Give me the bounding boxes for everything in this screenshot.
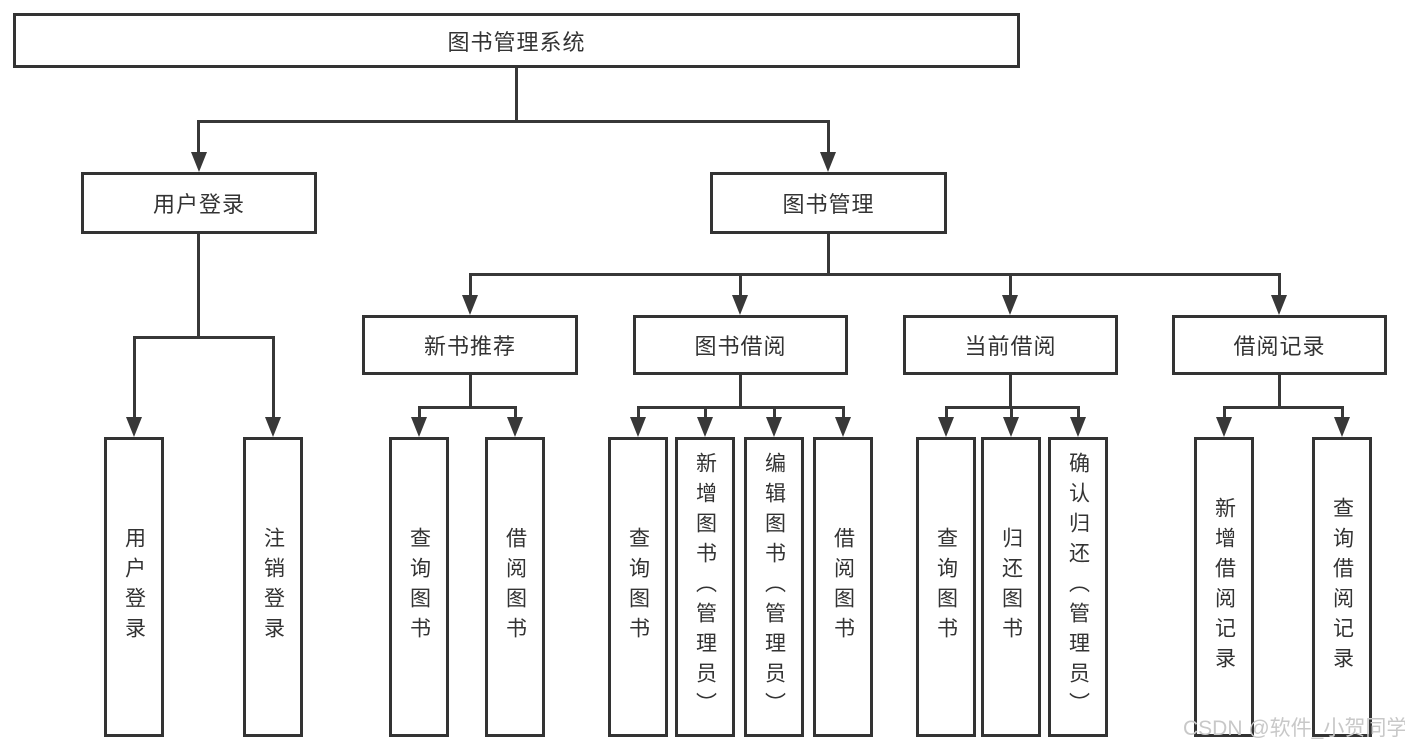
arrowhead-down-icon bbox=[462, 295, 478, 315]
node-book-management: 图书管理 bbox=[710, 172, 947, 234]
leaf-user-login: 用户登录 bbox=[104, 437, 164, 737]
node-user-login: 用户登录 bbox=[81, 172, 317, 234]
node-book-management-label: 图书管理 bbox=[782, 192, 875, 217]
node-book-borrowing: 图书借阅 bbox=[633, 315, 848, 375]
connector-line bbox=[469, 273, 472, 295]
connector-line bbox=[1341, 406, 1344, 417]
connector-line bbox=[827, 234, 830, 273]
arrowhead-down-icon bbox=[1070, 417, 1086, 437]
connector-line bbox=[197, 234, 200, 336]
arrowhead-down-icon bbox=[1216, 417, 1232, 437]
connector-line bbox=[418, 406, 516, 409]
connector-line bbox=[197, 120, 200, 152]
arrowhead-down-icon bbox=[265, 417, 281, 437]
node-current-borrowing-label: 当前借阅 bbox=[964, 334, 1057, 359]
arrowhead-down-icon bbox=[732, 295, 748, 315]
connector-line bbox=[704, 406, 707, 417]
leaf-query-books-recommend-label: 查询图书 bbox=[407, 527, 431, 647]
connector-line bbox=[637, 406, 845, 409]
node-borrowing-records-label: 借阅记录 bbox=[1233, 334, 1326, 359]
connector-line bbox=[514, 406, 517, 417]
arrowhead-down-icon bbox=[191, 152, 207, 172]
node-book-borrowing-label: 图书借阅 bbox=[694, 334, 787, 359]
leaf-confirm-return-admin-label: 确认归还（管理员） bbox=[1066, 452, 1090, 722]
connector-line bbox=[739, 273, 742, 295]
arrowhead-down-icon bbox=[1334, 417, 1350, 437]
connector-line bbox=[1278, 375, 1281, 406]
arrowhead-down-icon bbox=[766, 417, 782, 437]
arrowhead-down-icon bbox=[507, 417, 523, 437]
connector-line bbox=[1010, 406, 1013, 417]
node-new-book-recommend-label: 新书推荐 bbox=[423, 334, 516, 359]
connector-line bbox=[469, 273, 1281, 276]
node-new-book-recommend: 新书推荐 bbox=[362, 315, 578, 375]
connector-line bbox=[469, 375, 472, 406]
leaf-borrow-books-recommend-label: 借阅图书 bbox=[503, 527, 527, 647]
leaf-query-books-current-label: 查询图书 bbox=[934, 527, 958, 647]
connector-line bbox=[133, 336, 136, 417]
node-root-label: 图书管理系统 bbox=[447, 29, 586, 55]
arrowhead-down-icon bbox=[630, 417, 646, 437]
leaf-borrow-books-recommend: 借阅图书 bbox=[485, 437, 545, 737]
leaf-return-books-label: 归还图书 bbox=[999, 527, 1023, 647]
connector-line bbox=[827, 120, 830, 152]
arrowhead-down-icon bbox=[820, 152, 836, 172]
arrowhead-down-icon bbox=[411, 417, 427, 437]
node-user-login-label: 用户登录 bbox=[152, 192, 245, 217]
arrowhead-down-icon bbox=[126, 417, 142, 437]
connector-line bbox=[739, 375, 742, 406]
connector-line bbox=[418, 406, 421, 417]
connector-line bbox=[133, 336, 274, 339]
connector-line bbox=[1278, 273, 1281, 295]
connector-line bbox=[842, 406, 845, 417]
connector-line bbox=[773, 406, 776, 417]
leaf-borrow-books-label: 借阅图书 bbox=[831, 527, 855, 647]
leaf-query-borrow-record-label: 查询借阅记录 bbox=[1330, 497, 1354, 677]
leaf-add-borrow-record-label: 新增借阅记录 bbox=[1212, 497, 1236, 677]
connector-line bbox=[945, 406, 948, 417]
connector-line bbox=[1009, 273, 1012, 295]
leaf-query-books-current: 查询图书 bbox=[916, 437, 976, 737]
arrowhead-down-icon bbox=[835, 417, 851, 437]
leaf-add-borrow-record: 新增借阅记录 bbox=[1194, 437, 1254, 737]
leaf-return-books: 归还图书 bbox=[981, 437, 1041, 737]
leaf-add-book-admin-label: 新增图书（管理员） bbox=[693, 452, 717, 722]
node-root: 图书管理系统 bbox=[13, 13, 1020, 68]
leaf-edit-book-admin-label: 编辑图书（管理员） bbox=[762, 452, 786, 722]
arrowhead-down-icon bbox=[1003, 417, 1019, 437]
leaf-query-books-borrowing: 查询图书 bbox=[608, 437, 668, 737]
connector-line bbox=[1009, 375, 1012, 406]
leaf-user-login-label: 用户登录 bbox=[122, 527, 146, 647]
connector-line bbox=[515, 68, 518, 120]
connector-line bbox=[197, 120, 830, 123]
leaf-logout-label: 注销登录 bbox=[261, 527, 285, 647]
arrowhead-down-icon bbox=[938, 417, 954, 437]
arrowhead-down-icon bbox=[1271, 295, 1287, 315]
leaf-edit-book-admin: 编辑图书（管理员） bbox=[744, 437, 804, 737]
leaf-borrow-books: 借阅图书 bbox=[813, 437, 873, 737]
leaf-logout: 注销登录 bbox=[243, 437, 303, 737]
connector-line bbox=[1223, 406, 1226, 417]
leaf-query-borrow-record: 查询借阅记录 bbox=[1312, 437, 1372, 737]
connector-line bbox=[1077, 406, 1080, 417]
connector-line bbox=[1223, 406, 1343, 409]
leaf-query-books-recommend: 查询图书 bbox=[389, 437, 449, 737]
node-borrowing-records: 借阅记录 bbox=[1172, 315, 1387, 375]
leaf-add-book-admin: 新增图书（管理员） bbox=[675, 437, 735, 737]
leaf-query-books-borrowing-label: 查询图书 bbox=[626, 527, 650, 647]
csdn-watermark: CSDN @软件_小贺同学 bbox=[1183, 717, 1405, 740]
connector-line bbox=[272, 336, 275, 417]
arrowhead-down-icon bbox=[697, 417, 713, 437]
connector-line bbox=[637, 406, 640, 417]
leaf-confirm-return-admin: 确认归还（管理员） bbox=[1048, 437, 1108, 737]
node-current-borrowing: 当前借阅 bbox=[903, 315, 1118, 375]
arrowhead-down-icon bbox=[1002, 295, 1018, 315]
